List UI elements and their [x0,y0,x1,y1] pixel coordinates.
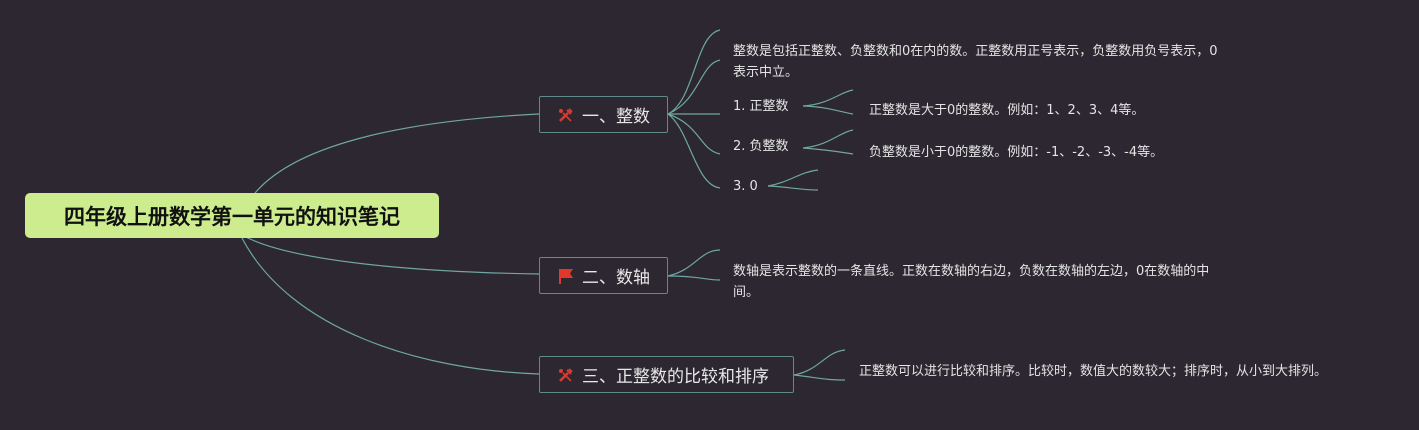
topic-number-line[interactable]: 二、数轴 [539,257,668,294]
negative-integer-desc: 负整数是小于0的整数。例如：-1、-2、-3、-4等。 [869,145,1164,160]
topic-integers[interactable]: 一、整数 [539,96,668,133]
integers-definition: 整数是包括正整数、负整数和0在内的数。正整数用正号表示，负整数用负号表示，0表示… [733,44,1218,80]
link-t1-c1b [667,59,721,115]
tools-icon [556,365,576,385]
compare-sort-definition: 正整数可以进行比较和排序。比较时，数值大的数较大；排序时，从小到大排列。 [859,364,1328,379]
positive-integer-desc: 正整数是大于0的整数。例如：1、2、3、4等。 [869,103,1145,118]
topic-integers-label: 一、整数 [582,107,650,127]
topic-compare-sort-label: 三、正整数的比较和排序 [582,367,769,387]
link-zero-sub2 [767,185,819,191]
link-t1-c4 [667,113,721,189]
link-zero-sub [767,169,819,187]
link-t1-c3 [667,113,721,155]
link-pos-sub [802,89,854,107]
root-node[interactable]: 四年级上册数学第一单元的知识笔记 [25,193,439,238]
topic-number-line-label: 二、数轴 [582,268,650,288]
tools-icon [556,105,576,125]
topic-compare-sort[interactable]: 三、正整数的比较和排序 [539,356,794,393]
link-neg-sub2 [802,147,854,155]
link-t3-c1b [793,374,846,381]
link-t2-c1 [667,249,721,277]
link-neg-sub [802,129,854,149]
link-t1-c1 [667,29,721,115]
link-root-topic3 [241,237,540,375]
number-line-definition: 数轴是表示整数的一条直线。正数在数轴的右边，负数在数轴的左边，0在数轴的中间。 [733,264,1210,300]
link-t2-c1b [667,275,721,281]
zero-label: 3. 0 [733,179,758,194]
flag-icon [556,266,576,286]
negative-integer-label: 2. 负整数 [733,139,789,154]
positive-integer-label: 1. 正整数 [733,99,789,114]
link-pos-sub2 [802,105,854,115]
link-t3-c1 [793,349,846,376]
link-root-topic2 [241,234,540,275]
root-label: 四年级上册数学第一单元的知识笔记 [64,204,400,229]
link-root-topic1 [254,113,540,194]
